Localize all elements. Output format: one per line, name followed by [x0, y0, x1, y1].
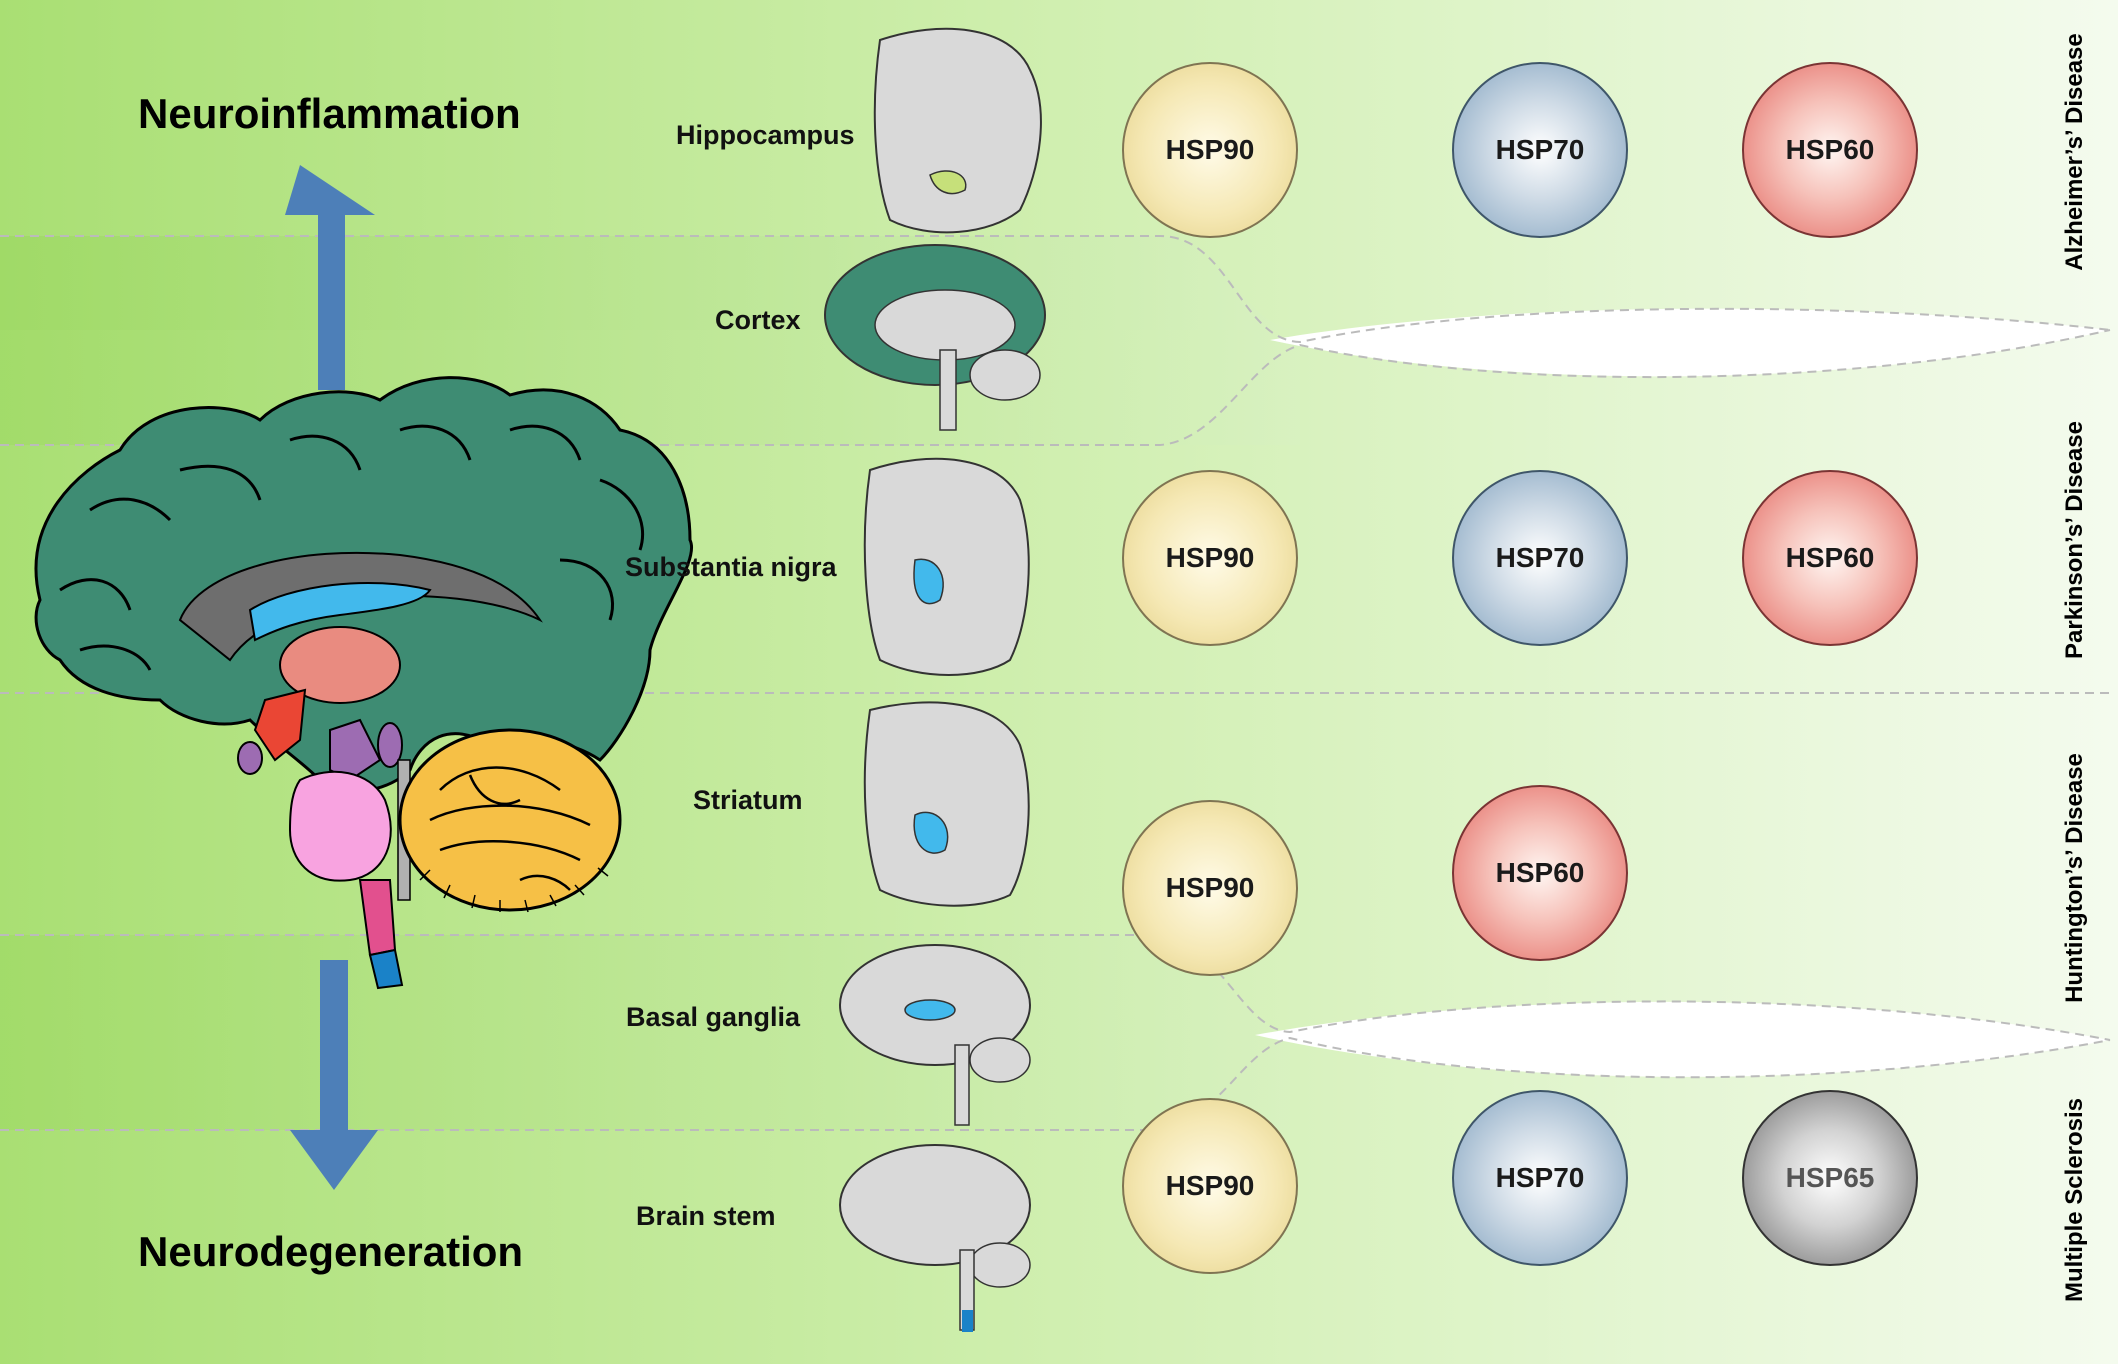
- hsp60-circle: HSP60: [1742, 470, 1918, 646]
- colliculus: [377, 722, 403, 768]
- hippocampus-section-image: [873, 27, 1042, 234]
- hsp65-circle: HSP65: [1742, 1090, 1918, 1266]
- hsp60-circle: HSP60: [1742, 62, 1918, 238]
- separator-lens: [1255, 1001, 2110, 1077]
- brain-illustration: [34, 376, 694, 990]
- hsp90-circle: HSP90: [1122, 1098, 1298, 1274]
- hsp90-circle: HSP90: [1122, 470, 1298, 646]
- region-label-basal-ganglia: Basal ganglia: [626, 1002, 801, 1032]
- hsp70-circle: HSP70: [1452, 62, 1628, 238]
- disease-label-multiple-sclerosis: Multiple Sclerosis: [2061, 1097, 2088, 1303]
- disease-label-huntingtons: Huntington’s’ Disease: [2061, 753, 2088, 1003]
- region-label-substantia-nigra: Substantia nigra: [625, 552, 837, 582]
- midbrain: [329, 718, 382, 782]
- neuroinflammation-title: Neuroinflammation: [138, 90, 521, 137]
- spinal-cord: [368, 948, 404, 990]
- cortex-midsagittal-image: [824, 244, 1046, 431]
- disease-label-parkinsons: Parkinson’s’ Disease: [2061, 421, 2088, 659]
- brain-stem-image: [839, 1144, 1031, 1332]
- hypothalamus: [253, 688, 307, 762]
- region-label-cortex: Cortex: [715, 305, 801, 335]
- hsp60-circle: HSP60: [1452, 785, 1628, 961]
- basal-ganglia-image: [839, 944, 1031, 1126]
- region-label-striatum: Striatum: [693, 785, 803, 815]
- disease-label-alzheimers: Alzheimer’s’ Disease: [2061, 33, 2088, 271]
- hsp90-circle: HSP90: [1122, 62, 1298, 238]
- striatum-section-image: [863, 701, 1030, 907]
- region-label-brain-stem: Brain stem: [636, 1201, 776, 1231]
- lateral-ventricle: [248, 582, 432, 642]
- hsp70-circle: HSP70: [1452, 1090, 1628, 1266]
- substantia-nigra-section-image: [863, 457, 1030, 676]
- up-arrow-icon: [285, 165, 375, 390]
- amygdala: [237, 741, 263, 775]
- cerebellar-edge: [419, 867, 609, 913]
- region-label-hippocampus: Hippocampus: [676, 120, 855, 150]
- hsp90-circle: HSP90: [1122, 800, 1298, 976]
- hsp70-circle: HSP70: [1452, 470, 1628, 646]
- pons: [288, 770, 392, 882]
- separator-lens: [1270, 308, 2110, 377]
- cerebellar-folia: [429, 766, 591, 891]
- neurodegeneration-title: Neurodegeneration: [138, 1228, 524, 1275]
- thalamus: [279, 626, 401, 704]
- down-arrow-icon: [290, 960, 378, 1190]
- gyri-lines: [59, 424, 645, 671]
- cerebellum: [398, 728, 622, 912]
